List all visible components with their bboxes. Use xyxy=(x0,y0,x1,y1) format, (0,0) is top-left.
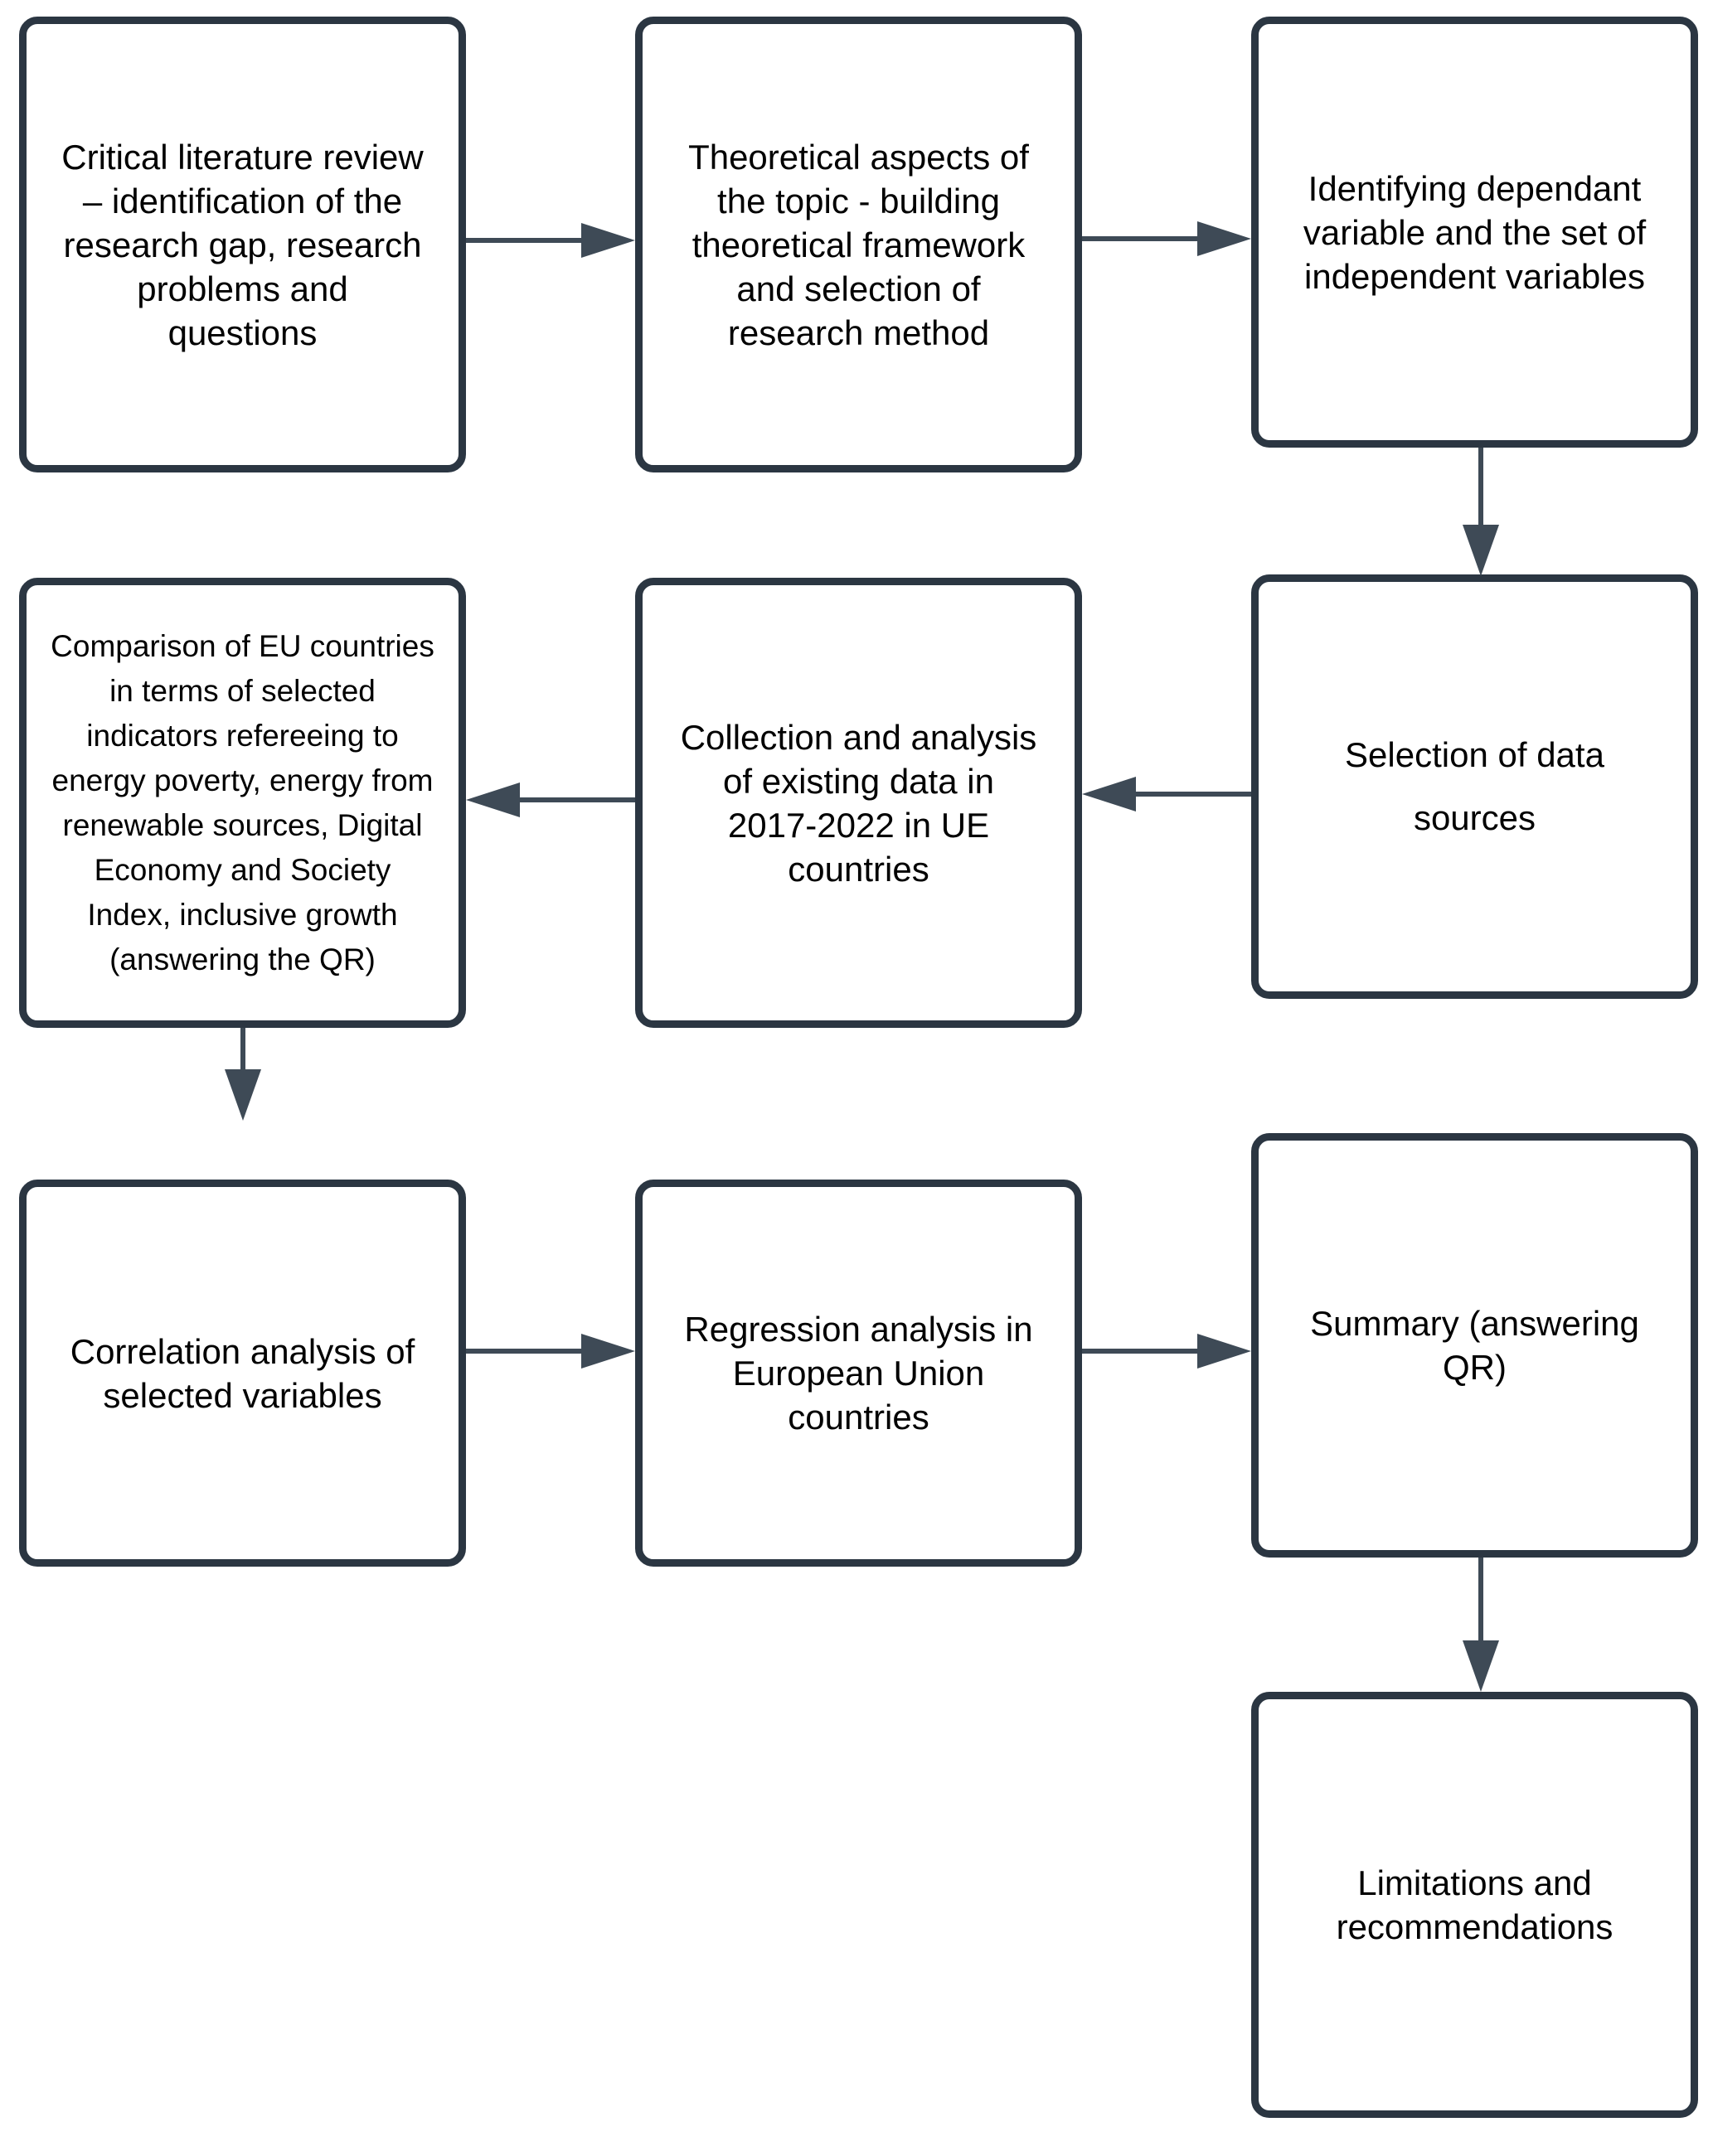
arrowhead-right-icon xyxy=(581,1334,635,1369)
arrow-line xyxy=(1478,448,1483,529)
arrowhead-down-icon xyxy=(1463,1640,1499,1692)
arrowhead-down-icon xyxy=(225,1069,261,1121)
arrowhead-right-icon xyxy=(581,223,635,258)
arrow-line xyxy=(1082,1349,1201,1354)
arrow-line xyxy=(466,238,585,243)
node-critical-literature-review: Critical literature review – identificat… xyxy=(19,17,466,472)
arrow-line xyxy=(1478,1558,1483,1645)
arrowhead-right-icon xyxy=(1197,1334,1251,1369)
arrowhead-right-icon xyxy=(1197,221,1251,256)
arrow-line xyxy=(1132,792,1251,797)
node-collection-analysis-data: Collection and analysis of existing data… xyxy=(635,578,1082,1028)
arrowhead-down-icon xyxy=(1463,525,1499,576)
arrow-line xyxy=(516,797,635,802)
node-limitations-recommendations: Limitations and recommendations xyxy=(1251,1692,1698,2118)
node-theoretical-aspects: Theoretical aspects of the topic - build… xyxy=(635,17,1082,472)
node-identifying-variables: Identifying dependant variable and the s… xyxy=(1251,17,1698,448)
node-selection-data-sources: Selection of data sources xyxy=(1251,574,1698,999)
arrow-line xyxy=(240,1028,245,1073)
arrow-line xyxy=(466,1349,585,1354)
node-correlation-analysis: Correlation analysis of selected variabl… xyxy=(19,1180,466,1567)
node-comparison-eu-countries: Comparison of EU countries in terms of s… xyxy=(19,578,466,1028)
arrowhead-left-icon xyxy=(466,782,520,817)
arrow-line xyxy=(1082,236,1201,241)
node-summary: Summary (answering QR) xyxy=(1251,1133,1698,1558)
node-regression-analysis: Regression analysis in European Union co… xyxy=(635,1180,1082,1567)
arrowhead-left-icon xyxy=(1082,777,1136,812)
